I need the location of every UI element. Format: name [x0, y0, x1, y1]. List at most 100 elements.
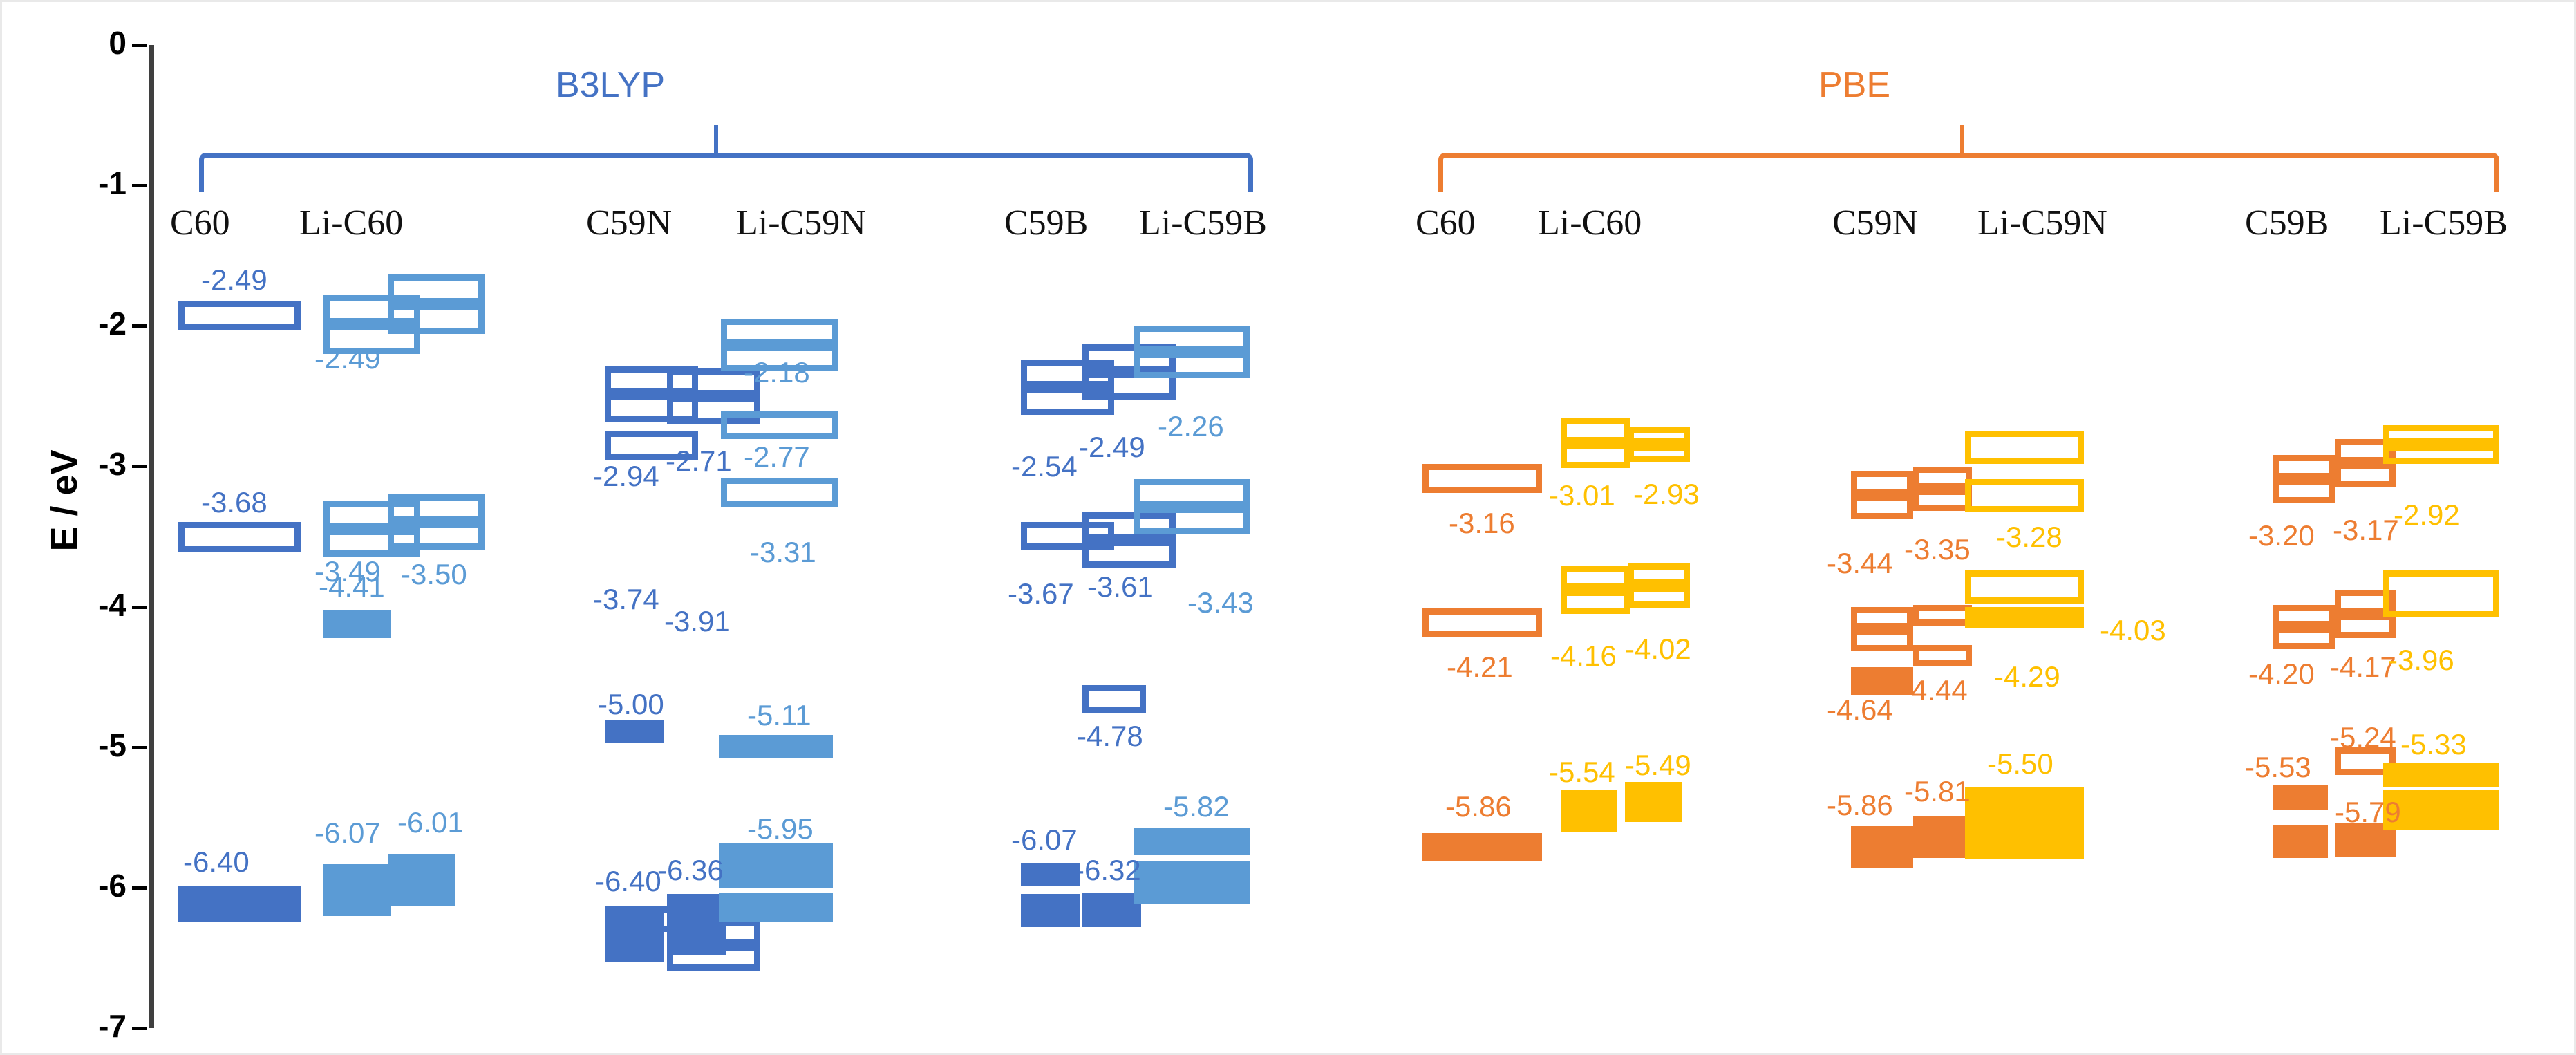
energy-value-label: -3.67 [1008, 577, 1074, 610]
energy-level-bar [1913, 816, 1972, 858]
energy-level-bar [388, 522, 485, 550]
energy-level-bar [323, 864, 391, 916]
energy-value-label: -4.41 [319, 570, 385, 603]
column-header-li-c59n: Li-C59N [736, 203, 866, 243]
energy-level-bar [1851, 629, 1913, 651]
energy-level-bar [2273, 455, 2335, 479]
energy-level-bar [1134, 326, 1250, 352]
energy-value-label: -3.43 [1187, 586, 1254, 619]
energy-level-bar [1082, 540, 1176, 568]
energy-level-bar [1561, 790, 1617, 832]
y-tick-label: -3 [98, 446, 126, 483]
energy-value-label: -3.44 [1827, 547, 1893, 579]
y-tick-mark [132, 1027, 147, 1030]
energy-level-bar [1134, 861, 1250, 904]
energy-level-bar [1422, 464, 1542, 493]
energy-level-bar [2335, 590, 2396, 614]
energy-value-label: -5.11 [747, 699, 811, 731]
energy-level-bar [1851, 607, 1913, 629]
energy-level-bar [605, 431, 698, 460]
bracket-center-tick-pbe [1960, 125, 1964, 154]
energy-level-bar [2273, 627, 2335, 649]
energy-level-bar [1134, 352, 1250, 378]
energy-value-label: -2.77 [744, 440, 810, 473]
column-header-li-c60: Li-C60 [299, 203, 404, 243]
y-tick-label: -6 [98, 867, 126, 904]
energy-level-bar [2383, 790, 2499, 830]
energy-value-label: -2.92 [2394, 498, 2460, 531]
energy-value-label: -3.35 [1904, 533, 1971, 566]
energy-level-bar [1082, 893, 1141, 927]
energy-level-bar [667, 368, 760, 396]
energy-value-label: -5.81 [1904, 775, 1971, 807]
energy-level-bar [1913, 645, 1972, 666]
energy-level-bar [721, 319, 838, 345]
method-title-pbe: PBE [1818, 65, 1891, 105]
energy-level-bar [719, 735, 833, 758]
energy-value-label: -4.44 [1901, 674, 1968, 707]
energy-level-bar [178, 886, 301, 922]
energy-level-bar [2335, 614, 2396, 638]
y-tick-label: -5 [98, 727, 126, 763]
energy-level-bar [1134, 479, 1250, 507]
energy-value-label: -3.96 [2388, 644, 2454, 676]
column-header-c59b: C59B [1004, 203, 1089, 243]
y-tick-mark [132, 184, 147, 188]
energy-level-bar [605, 906, 664, 962]
energy-value-label: -5.24 [2330, 721, 2396, 754]
energy-value-label: -5.95 [747, 812, 814, 845]
energy-value-label: -3.16 [1449, 507, 1515, 539]
energy-level-bar [323, 610, 391, 638]
energy-level-bar [1965, 787, 2084, 859]
energy-value-label: -4.16 [1550, 639, 1617, 672]
energy-level-bar [1628, 445, 1690, 462]
y-tick-label: 0 [109, 25, 126, 61]
energy-level-bar [2335, 439, 2396, 463]
energy-value-label: -4.21 [1447, 651, 1513, 683]
energy-level-bar [667, 396, 760, 424]
energy-level-bar [1082, 512, 1176, 540]
energy-level-bar [1021, 863, 1080, 886]
energy-level-bar [1561, 566, 1630, 590]
energy-value-label: -5.00 [598, 688, 664, 720]
energy-level-bar [605, 720, 664, 743]
energy-level-bar [721, 345, 838, 371]
energy-value-label: -2.49 [201, 263, 267, 296]
y-tick-mark [132, 745, 147, 749]
energy-value-label: -3.91 [664, 605, 731, 637]
energy-value-label: -3.49 [314, 555, 381, 588]
energy-level-bar [667, 899, 726, 955]
energy-level-bar [1561, 443, 1630, 468]
energy-level-bar [1561, 418, 1630, 443]
energy-value-label: -2.18 [744, 356, 810, 389]
y-tick-label: -7 [98, 1008, 126, 1044]
energy-level-bar [721, 478, 838, 507]
energy-level-bar [2383, 445, 2499, 464]
energy-value-label: -6.40 [183, 846, 250, 878]
method-title-b3lyp: B3LYP [555, 65, 666, 105]
energy-value-label: -2.93 [1633, 478, 1700, 510]
energy-level-bar [721, 411, 838, 439]
energy-level-bar [1134, 507, 1250, 534]
energy-level-bar [1628, 563, 1690, 586]
energy-value-label: -2.54 [1011, 450, 1078, 483]
energy-level-bar [1422, 608, 1542, 637]
energy-value-label: -4.03 [2100, 614, 2166, 646]
energy-level-bar [388, 304, 485, 334]
energy-value-label: -4.78 [1077, 720, 1143, 752]
energy-level-bar [1628, 586, 1690, 608]
energy-level-bar [1913, 467, 1972, 489]
energy-level-bar [1422, 833, 1542, 861]
energy-value-label: -2.49 [314, 342, 381, 375]
energy-level-bar [323, 324, 420, 354]
energy-value-label: -5.53 [2245, 751, 2311, 783]
energy-level-bar [1851, 826, 1913, 868]
energy-level-bar [323, 529, 420, 557]
energy-level-bar [2383, 570, 2499, 617]
energy-value-label: -5.79 [2335, 796, 2401, 828]
y-tick-label: -1 [98, 165, 126, 202]
energy-level-bar [1082, 685, 1146, 713]
energy-value-label: -5.33 [2400, 728, 2467, 760]
energy-value-label: -3.28 [1996, 521, 2062, 553]
